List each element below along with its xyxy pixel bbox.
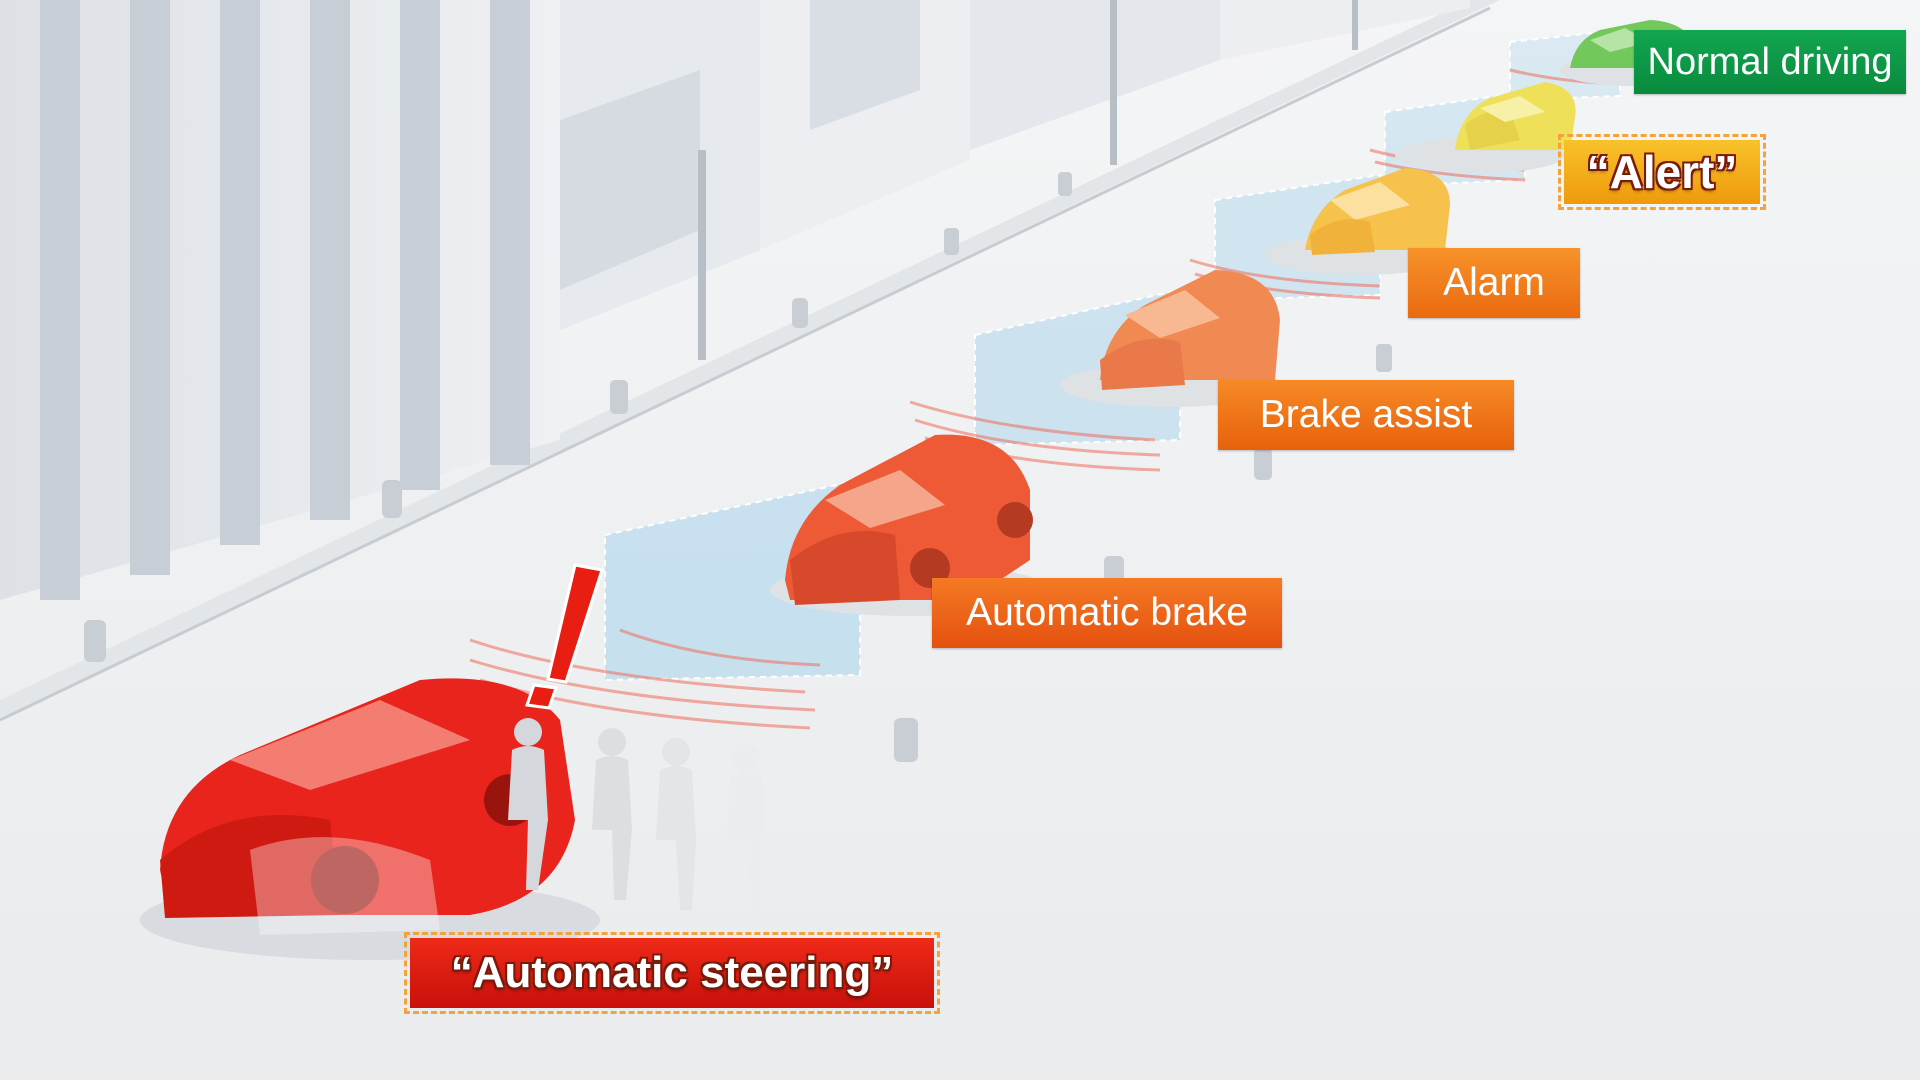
pedestrians xyxy=(508,718,766,916)
car-automatic-brake xyxy=(770,434,1050,616)
stage-label-automatic-steering: “Automatic steering” xyxy=(404,932,940,1014)
stage-label-normal-driving: Normal driving xyxy=(1634,30,1906,94)
stage-label-alarm: Alarm xyxy=(1408,248,1580,318)
car-alarm xyxy=(1265,168,1455,275)
stage-label-alert: “Alert” xyxy=(1558,134,1766,210)
stage-label-brake-assist: Brake assist xyxy=(1218,380,1514,450)
exclamation-mark-icon xyxy=(524,563,604,710)
radar-waves xyxy=(469,68,1621,730)
street-lamps xyxy=(698,0,1358,360)
stage-label-automatic-brake: Automatic brake xyxy=(932,578,1282,648)
bollards xyxy=(84,172,1484,762)
buildings xyxy=(0,0,1470,600)
curb-line xyxy=(0,6,1491,722)
car-automatic-steering xyxy=(140,678,600,960)
car-alert xyxy=(1395,82,1576,173)
